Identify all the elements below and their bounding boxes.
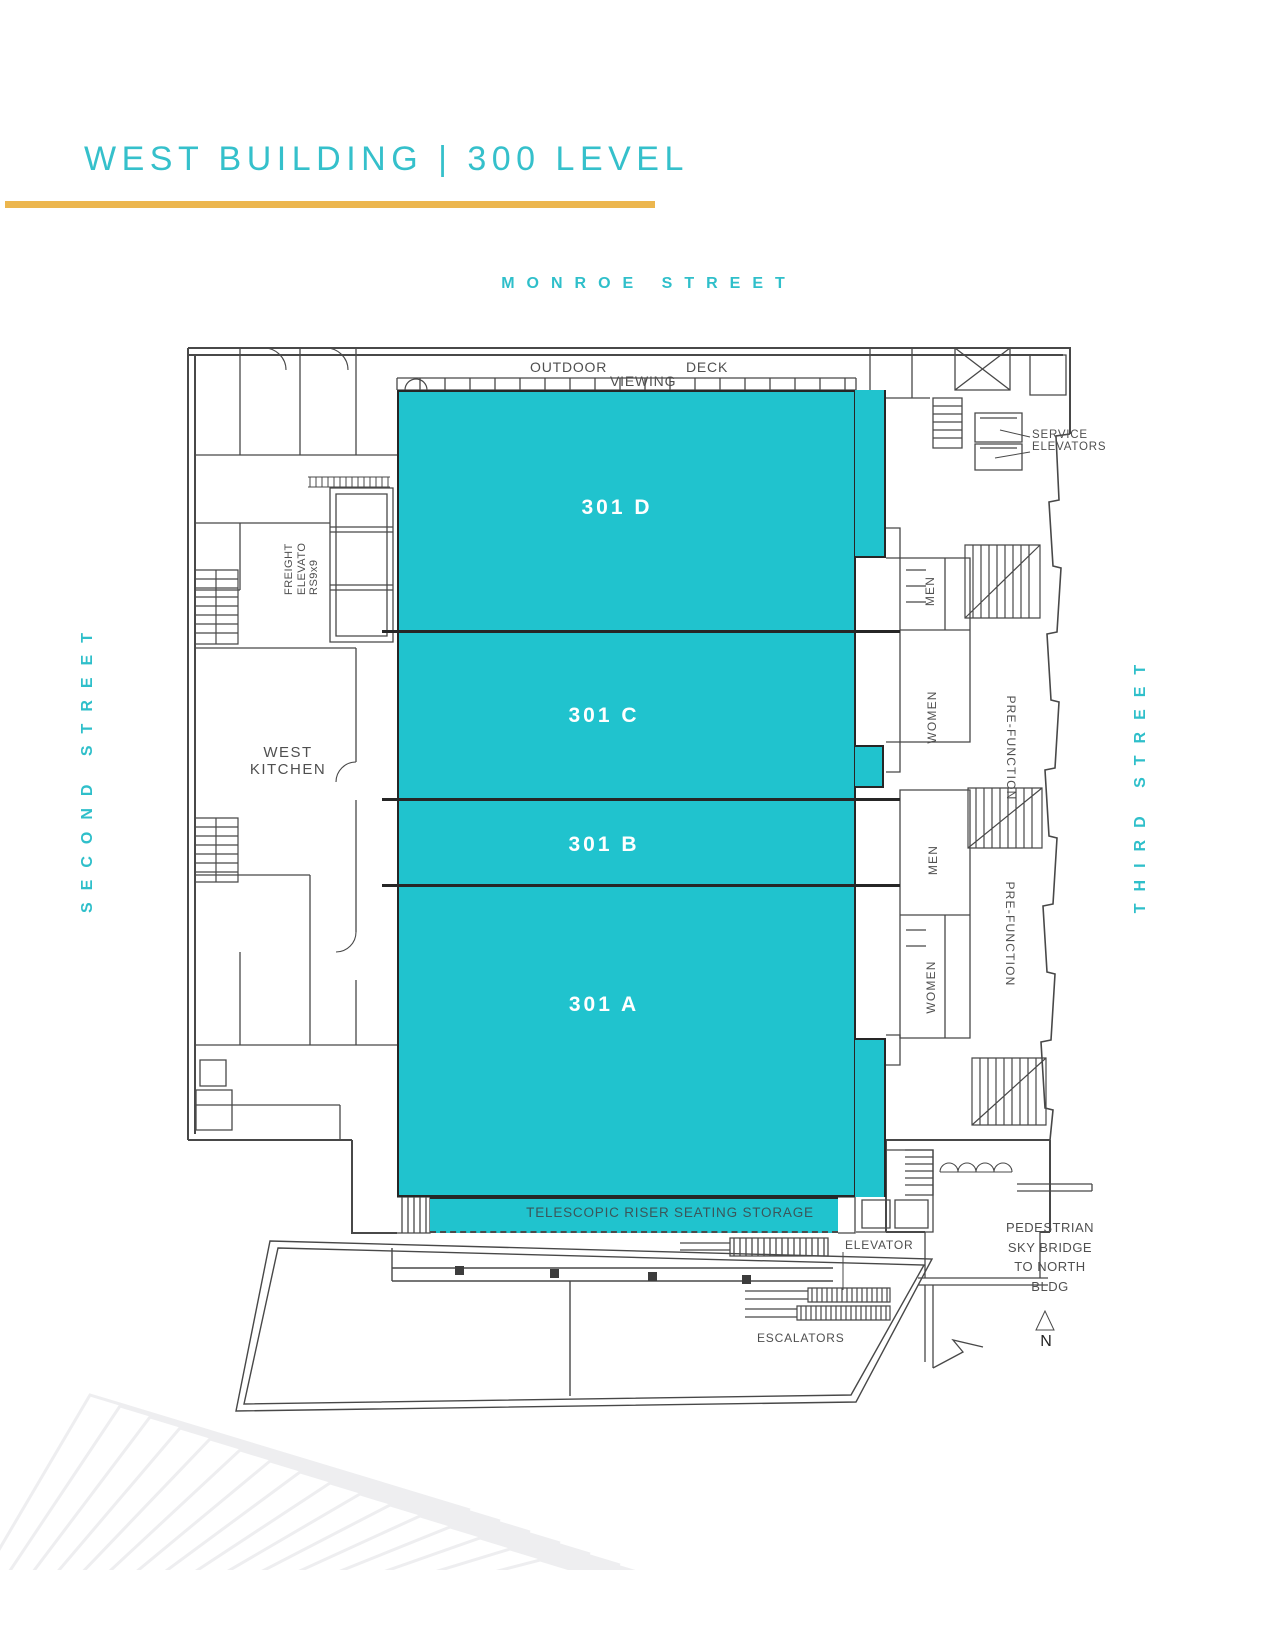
label-prefunction-lower: PRE-FUNCTION [1003, 881, 1017, 987]
label-freight-elevator: FREIGHT ELEVATO RS9x9 [283, 542, 320, 595]
hall-extension-mid [855, 745, 884, 788]
hall-301b-label: 301 B [568, 833, 640, 856]
label-women-lower: WOMEN [924, 960, 938, 1014]
street-label-monroe: MONROE STREET [501, 275, 797, 292]
hall-301a-label: 301 A [568, 993, 640, 1016]
exterior-walls [187, 347, 1071, 1234]
hall-divider-ba [382, 884, 900, 887]
label-viewing: VIEWING [610, 373, 677, 389]
escalators-drawing [745, 1287, 891, 1321]
north-arrow-icon [1035, 1309, 1055, 1331]
label-deck: DECK [686, 359, 729, 375]
hall-divider-cb [382, 798, 900, 801]
skybridge-corridor [918, 1232, 1048, 1369]
right-stairs [964, 544, 1047, 1126]
street-label-third: THIRD STREET [1132, 652, 1149, 914]
label-men-upper: MEN [923, 575, 937, 607]
label-men-lower: MEN [926, 844, 940, 876]
label-escalators: ESCALATORS [757, 1331, 845, 1345]
left-service-rooms [195, 347, 397, 1140]
north-label: N [1040, 1333, 1052, 1350]
lower-deck-polygon [235, 1240, 934, 1412]
left-stairs [194, 569, 239, 883]
storage-strip [430, 1197, 838, 1233]
hall-301d-label: 301 D [581, 496, 653, 519]
title-underline [5, 201, 655, 208]
page-title: WEST BUILDING | 300 LEVEL [84, 140, 689, 178]
label-outdoor: OUTDOOR [530, 359, 608, 375]
label-women-upper: WOMEN [925, 690, 939, 744]
corner-chevron-pattern [0, 1393, 636, 1570]
restroom-blocks [886, 527, 971, 1066]
street-label-second: SECOND STREET [79, 621, 96, 914]
hall-divider-dc [382, 630, 900, 633]
label-prefunction-upper: PRE-FUNCTION [1004, 695, 1018, 801]
hall-301c-label: 301 C [568, 704, 640, 727]
service-elevator-area [862, 347, 1067, 471]
hall-extension-top [855, 390, 886, 558]
label-service-elevators: SERVICE ELEVATORS [1032, 429, 1107, 453]
label-elevator: ELEVATOR [845, 1238, 914, 1252]
hall-extension-bottom [855, 1038, 886, 1197]
label-west-kitchen: WEST KITCHEN [249, 744, 327, 778]
label-telescopic-storage: TELESCOPIC RISER SEATING STORAGE [526, 1205, 814, 1220]
hall-301-block [397, 390, 856, 1197]
label-sky-bridge: PEDESTRIAN SKY BRIDGE TO NORTH BLDG [1005, 1220, 1095, 1294]
freight-elevator-shafts [308, 476, 394, 643]
